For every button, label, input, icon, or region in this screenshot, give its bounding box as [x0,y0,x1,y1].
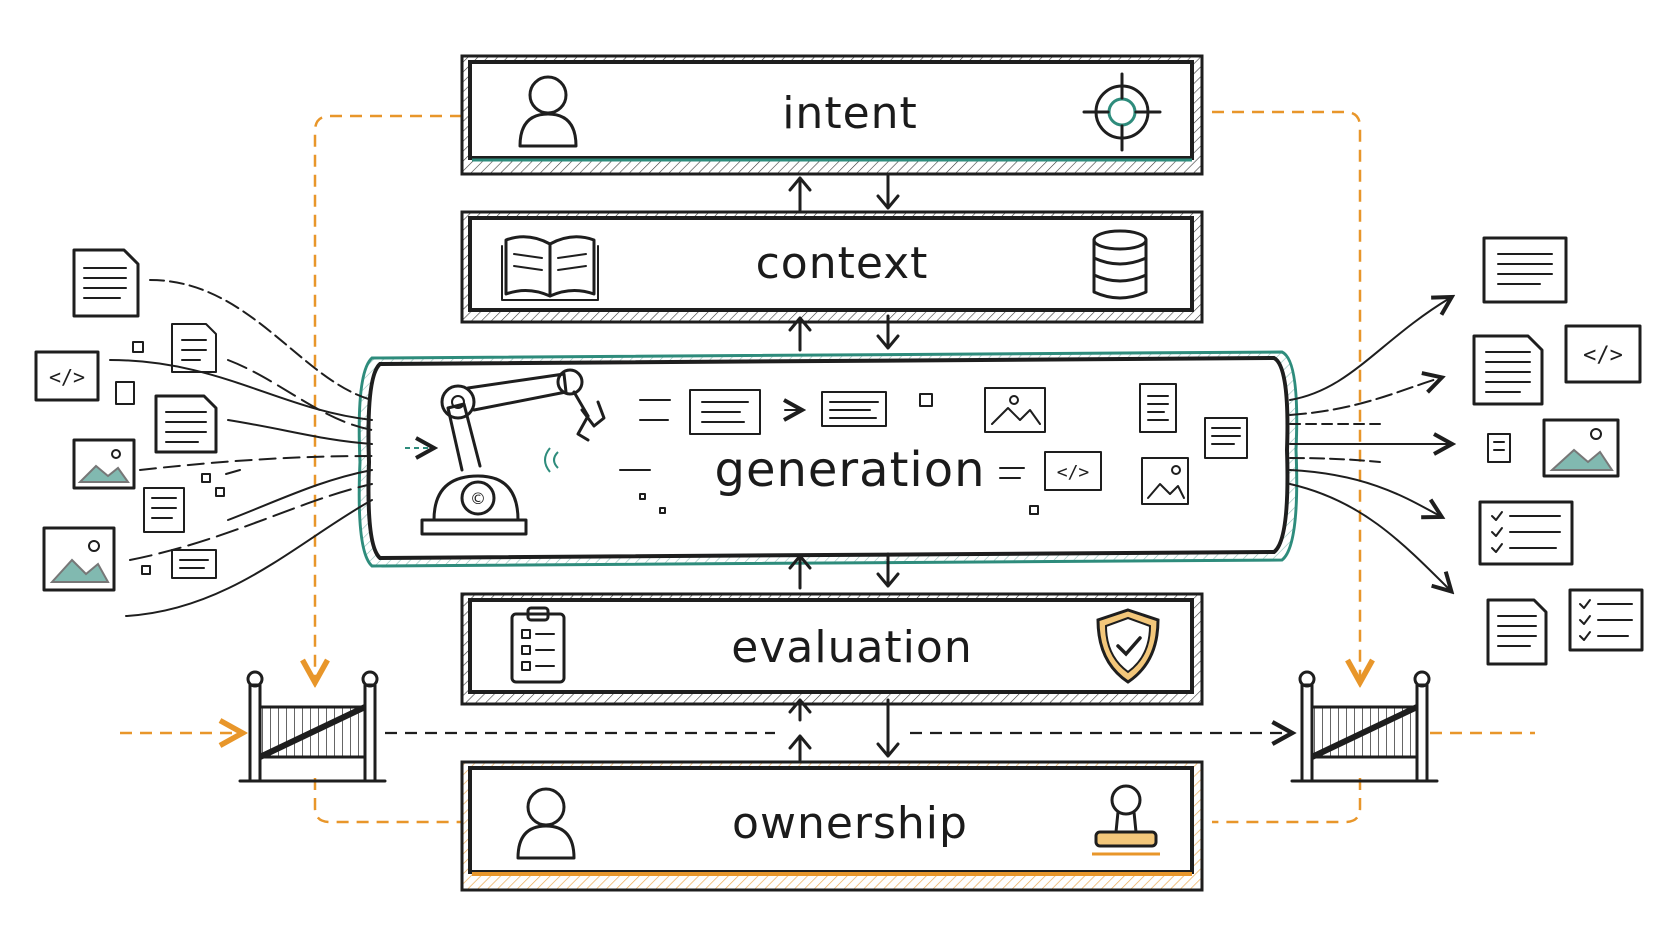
svg-text:</>: </> [49,365,85,389]
checklist-icon [1568,588,1644,652]
generation-label: generation [714,442,985,498]
context-generation-arrows [788,314,900,352]
context-layer: context [460,210,1204,324]
intent-layer: intent [460,54,1204,176]
document-icon [171,549,217,579]
output-artifacts: </> [1472,236,1644,666]
evaluation-layer: evaluation [460,592,1204,706]
governance-loop [120,110,1535,824]
evaluation-ownership-arrows [788,698,900,762]
input-artifacts: </> [34,248,225,592]
gate-icon [238,670,387,783]
code-icon: </> [34,350,100,402]
intent-label: intent [782,88,918,139]
book-icon [501,235,599,301]
database-icon [1092,229,1148,300]
code-icon: </> [1564,324,1642,384]
document-icon [1486,598,1548,666]
output-flow-lines [1289,298,1450,590]
ownership-label: ownership [732,798,968,849]
document-icon [1472,334,1544,406]
ownership-layer: ownership [460,760,1204,892]
svg-text:</>: </> [1057,462,1090,483]
robot-arm-icon: © [420,368,606,536]
gate-icon [1290,670,1439,783]
svg-text:©: © [470,489,486,508]
evaluation-label: evaluation [731,622,972,673]
checklist-icon [1478,500,1574,566]
svg-text:</>: </> [1583,343,1623,368]
image-icon [42,526,116,592]
stamp-icon [1092,784,1160,856]
person-icon [518,75,578,148]
clipboard-checklist-icon [510,606,566,684]
generation-evaluation-arrows [788,552,900,590]
context-label: context [756,238,929,289]
intent-context-arrows [788,174,900,212]
document-icon [143,487,185,533]
generation-layer: © [357,350,1299,568]
image-icon [1542,418,1620,478]
document-icon [154,394,218,454]
image-icon [72,438,136,490]
checklist-doc-icon [171,323,217,373]
generated-artifacts: </> [619,383,1248,515]
person-icon [516,787,576,860]
shield-check-icon [1096,608,1160,684]
document-icon [72,248,140,318]
document-icon [1482,236,1568,304]
input-flow-lines [109,279,373,617]
target-icon [1082,72,1162,152]
